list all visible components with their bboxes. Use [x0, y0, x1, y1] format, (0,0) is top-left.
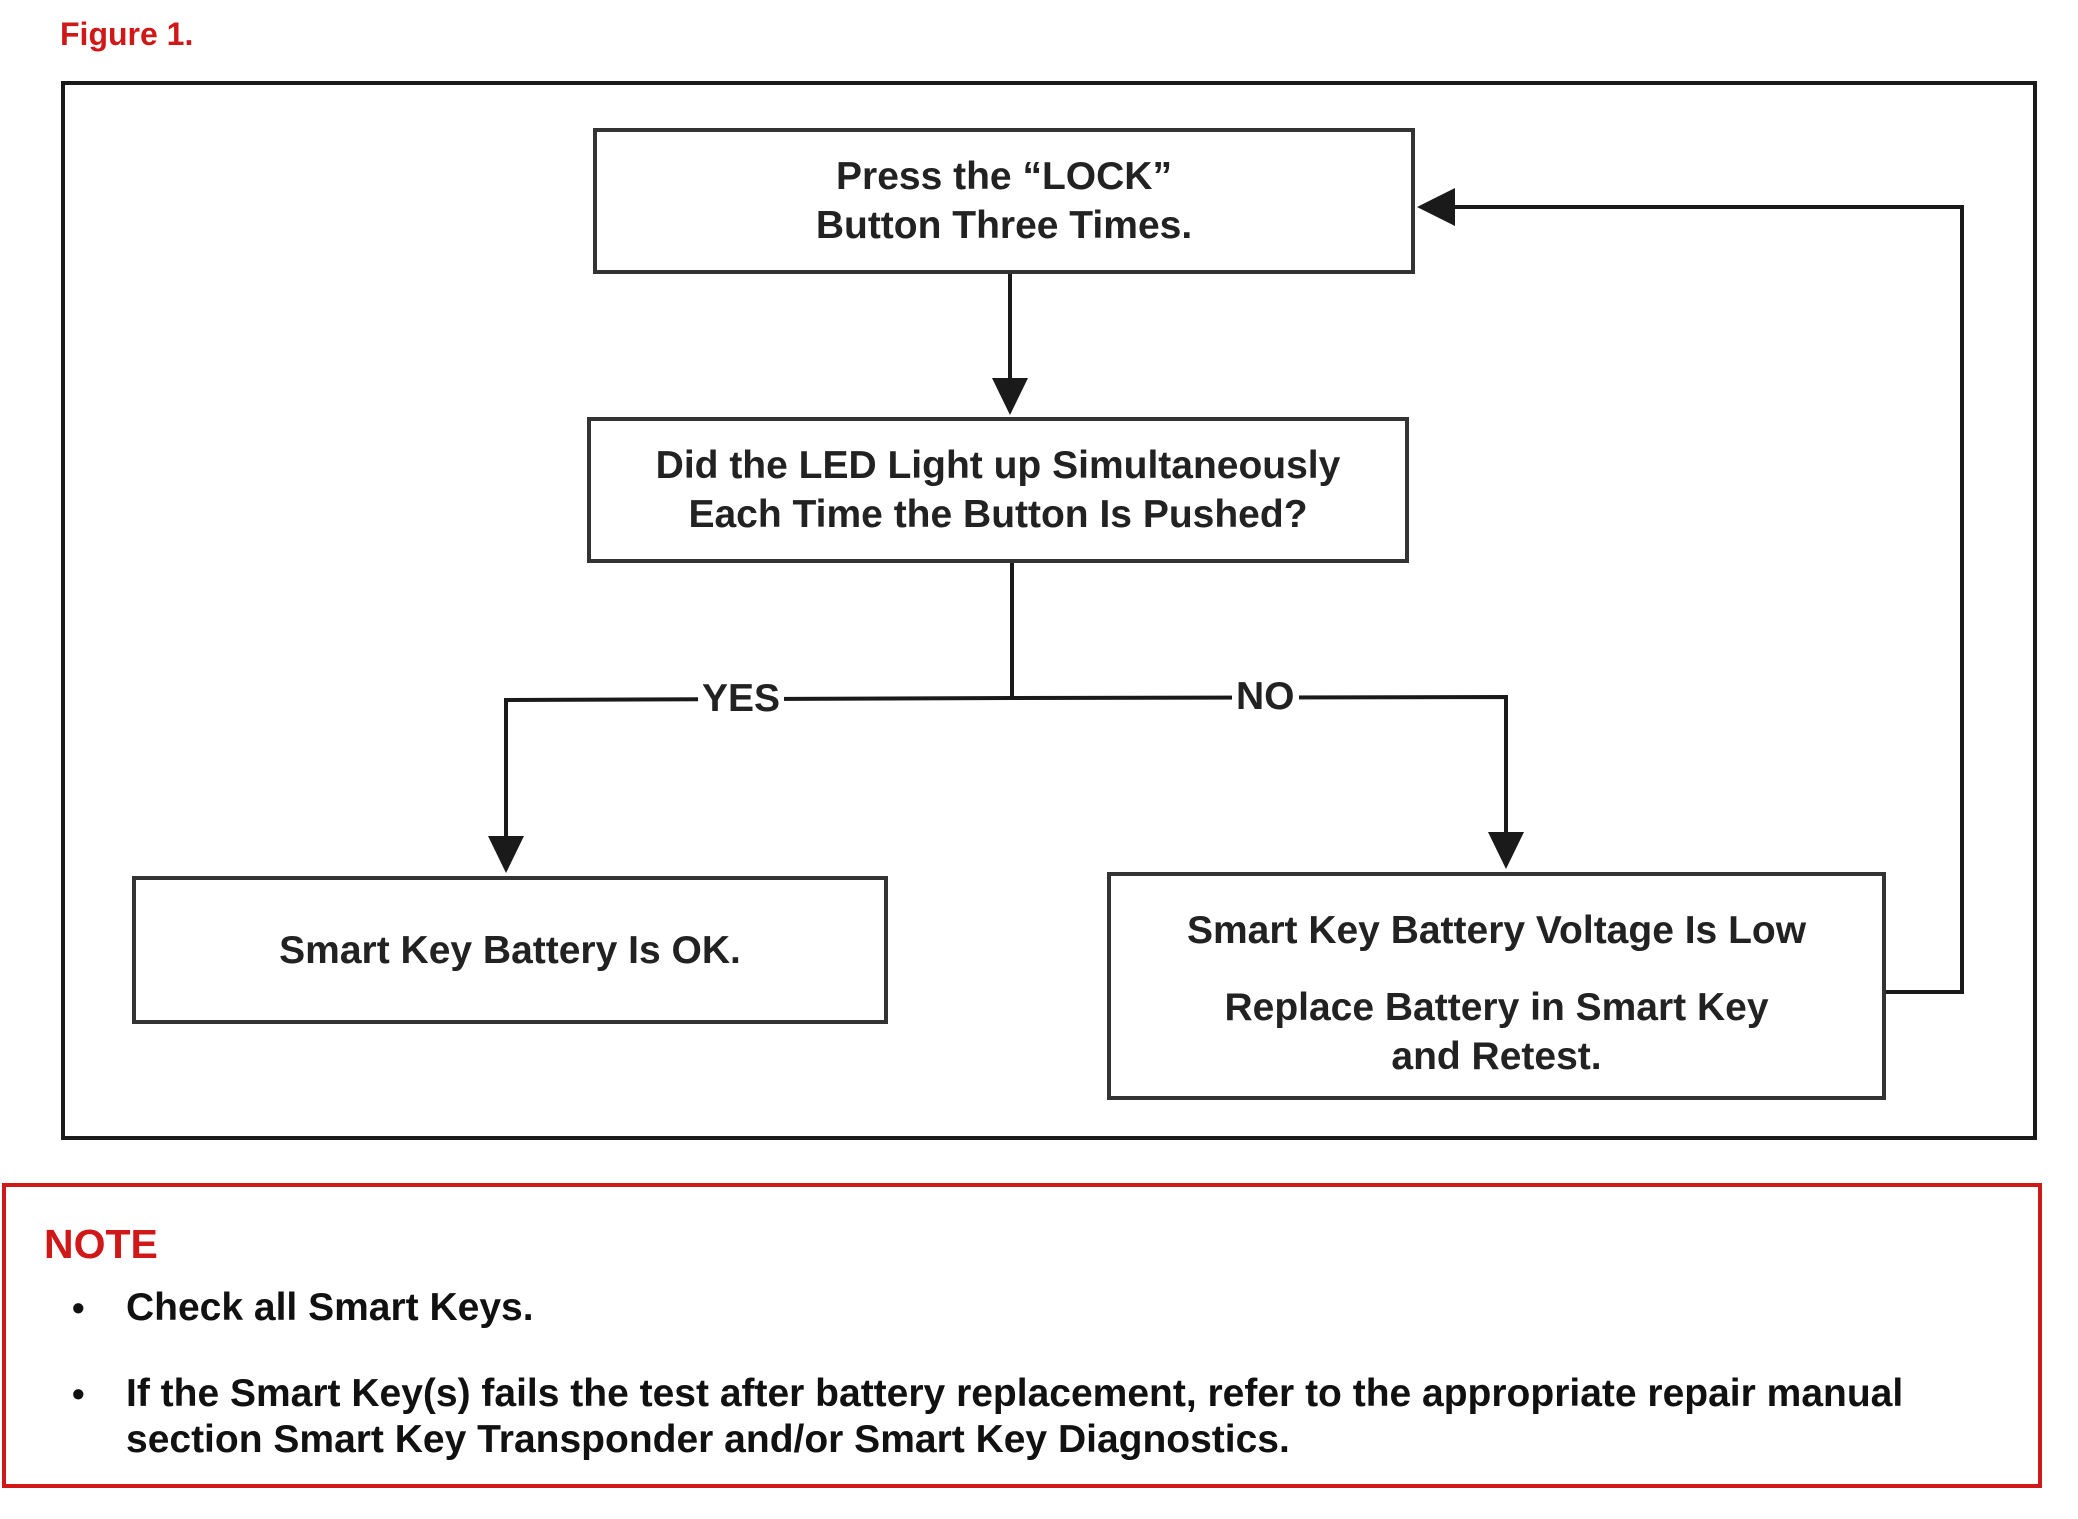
result-battery-low-box: Smart Key Battery Voltage Is Low Replace…: [1107, 872, 1886, 1100]
figure-label: Figure 1.: [60, 16, 194, 52]
branch-no-label: NO: [1232, 677, 1299, 717]
result-battery-low-line2: Replace Battery in Smart Key: [1224, 986, 1769, 1029]
decision-led-line1: Did the LED Light up Simultaneously: [655, 444, 1341, 487]
bullet-icon: •: [72, 1287, 85, 1328]
step-press-lock-box: Press the “LOCK” Button Three Times.: [593, 128, 1415, 274]
result-battery-low-line3: and Retest.: [1391, 1035, 1602, 1078]
note-item-refer-manual: If the Smart Key(s) fails the test after…: [126, 1372, 1904, 1461]
bullet-icon: •: [72, 1373, 85, 1414]
note-title: NOTE: [44, 1221, 158, 1267]
note-item-check-keys: Check all Smart Keys.: [126, 1286, 534, 1329]
result-battery-ok-text: Smart Key Battery Is OK.: [279, 928, 741, 972]
step-press-lock-line2: Button Three Times.: [815, 204, 1193, 247]
decision-led-box: Did the LED Light up Simultaneously Each…: [587, 417, 1409, 563]
branch-yes-label: YES: [698, 679, 785, 719]
decision-led-line2: Each Time the Button Is Pushed?: [688, 493, 1308, 536]
step-press-lock-line1: Press the “LOCK”: [836, 155, 1172, 198]
result-battery-low-line1: Smart Key Battery Voltage Is Low: [1186, 909, 1807, 952]
note-box: NOTE • Check all Smart Keys. • If the Sm…: [2, 1183, 2042, 1488]
result-battery-ok-box: Smart Key Battery Is OK.: [132, 876, 888, 1024]
flowchart-frame: [61, 81, 2037, 1140]
